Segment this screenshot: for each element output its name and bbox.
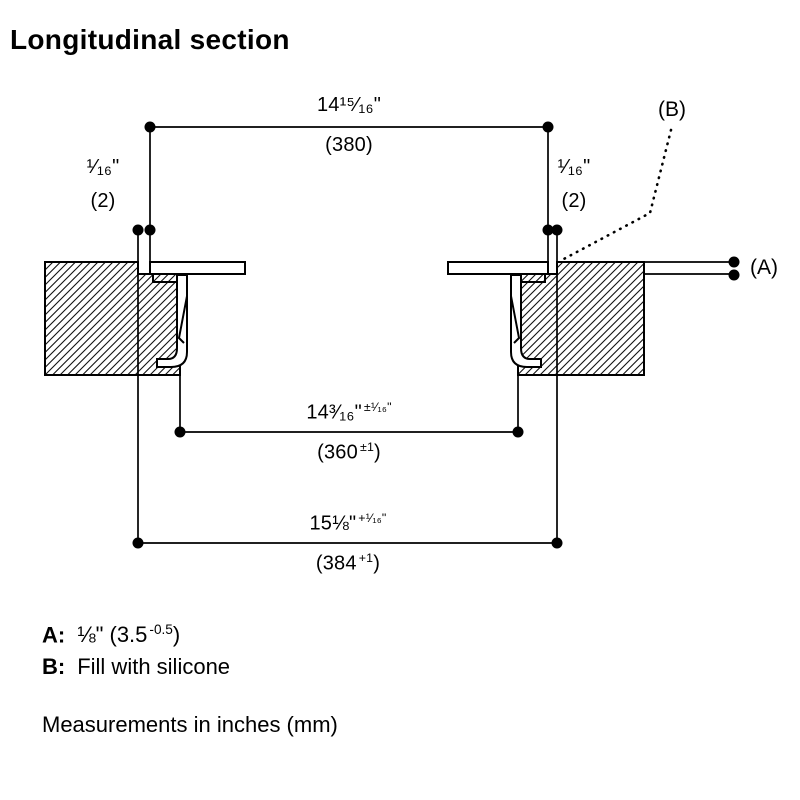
dimension-dots <box>132 121 740 549</box>
legend-b: B: Fill with silicone <box>42 654 230 680</box>
legend-a-value-tolerance: -0.5 <box>149 622 173 637</box>
dimension-dot <box>512 426 524 438</box>
dim-recess-mm-base: (384 <box>315 552 357 575</box>
legend-a-value: ⅛" (3.5-0.5) <box>77 622 180 647</box>
legend-a: A: ⅛" (3.5-0.5) <box>42 622 180 648</box>
clamp-spring-left <box>177 295 188 344</box>
dimension-dot <box>144 121 156 133</box>
flange-left <box>152 274 177 283</box>
leader-b-dotted <box>558 128 673 263</box>
callout-b: (B) <box>658 98 686 121</box>
dim-recess-mm-tolerance: +1 <box>358 551 374 565</box>
dimension-dot <box>144 224 156 236</box>
mounting-clamp-right <box>510 274 542 368</box>
dim-gap-left-inches: ¹⁄₁₆" <box>86 156 120 178</box>
dim-cutout-inches: 14³⁄₁₆"±¹⁄₁₆" <box>306 400 391 425</box>
mounting-clamp-left <box>156 274 188 368</box>
cooktop-edge-right <box>447 261 549 275</box>
worktop <box>44 261 645 376</box>
dim-cutout-inches-tolerance: ±¹⁄₁₆" <box>363 400 392 414</box>
dim-recess-inches: 15⅛"+¹⁄₁₆" <box>309 511 386 536</box>
dimension-dot <box>728 256 740 268</box>
cooktop-edge-left <box>149 261 246 275</box>
dimension-dot <box>728 269 740 281</box>
dim-gap-left-mm: (2) <box>90 190 116 212</box>
dim-recess-mm-close: ) <box>373 552 381 575</box>
dim-cutout-mm: (360±1) <box>317 440 381 465</box>
callout-a: (A) <box>750 256 778 279</box>
dimension-dot <box>551 224 563 236</box>
page-title: Longitudinal section <box>10 24 290 55</box>
dim-cutout-inches-base: 14³⁄₁₆" <box>306 401 362 424</box>
dimension-dot <box>174 426 186 438</box>
clamp-spring-right <box>510 295 521 344</box>
dim-cutout-mm-tolerance: ±1 <box>359 440 375 454</box>
legend-b-key: B: <box>42 654 66 679</box>
legend-b-value: Fill with silicone <box>77 654 231 679</box>
dim-top-inches: 14¹⁵⁄₁₆" <box>316 94 382 116</box>
dim-gap-right-mm: (2) <box>561 190 587 212</box>
dimension-lines <box>137 126 730 544</box>
dim-cutout-mm-close: ) <box>374 441 381 464</box>
clamp-channel-right <box>510 274 542 368</box>
dim-recess-inches-tolerance: +¹⁄₁₆" <box>358 511 387 525</box>
dimension-dot <box>132 537 144 549</box>
flange-right <box>521 274 546 283</box>
legend-a-value-base: ⅛" (3.5 <box>77 622 148 648</box>
legend-a-key: A: <box>42 622 66 648</box>
dimension-dot <box>132 224 144 236</box>
dim-gap-right-inches: ¹⁄₁₆" <box>557 156 591 178</box>
measurements-note: Measurements in inches (mm) <box>42 712 338 737</box>
dim-recess-mm: (384+1) <box>316 551 380 576</box>
dimension-dot <box>542 224 554 236</box>
clamp-channel-left <box>156 274 188 368</box>
dim-cutout-mm-base: (360 <box>317 441 358 464</box>
dimension-dot <box>542 121 554 133</box>
dimension-dot <box>551 537 563 549</box>
appliance <box>149 261 549 368</box>
dim-recess-inches-base: 15⅛" <box>309 512 357 535</box>
dim-top-mm: (380) <box>325 134 373 156</box>
legend-a-value-close: ) <box>172 622 181 648</box>
